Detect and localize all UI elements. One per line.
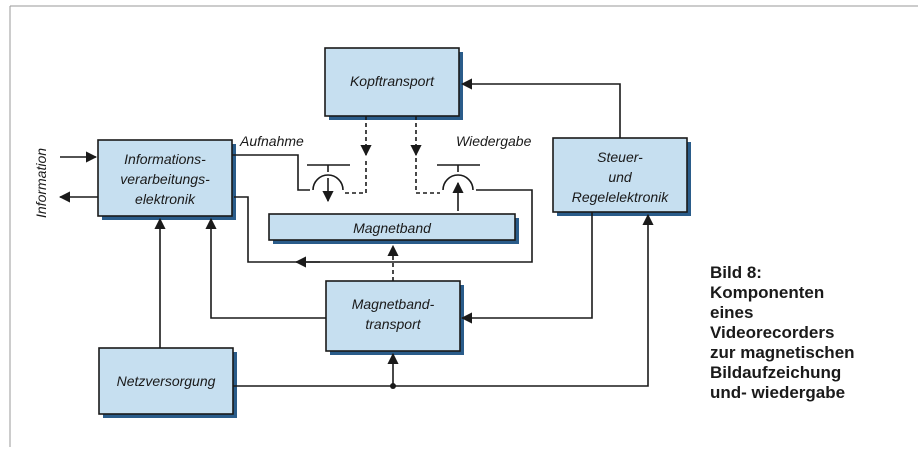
aufnahme-signal-line — [232, 154, 310, 191]
kopftransport-box: Kopftransport — [324, 47, 463, 120]
power-bus-line — [233, 213, 654, 387]
playback-head-icon — [437, 164, 480, 211]
info-label-line3: elektronik — [135, 191, 196, 207]
steuer-to-kopf-line — [460, 78, 621, 138]
info-label-line1: Informations- — [124, 151, 206, 167]
power-supply-box: Netzversorgung — [98, 347, 237, 418]
junction-dot — [390, 383, 396, 389]
kopftransport-label: Kopftransport — [350, 73, 435, 89]
magnetband-label: Magnetband — [353, 220, 432, 236]
wiedergabe-signal-line — [234, 189, 533, 263]
steuer-to-transport-line — [460, 212, 593, 324]
information-label: Information — [33, 148, 49, 218]
magnetband-bar: Magnetband — [268, 213, 519, 244]
caption-line: Komponenten — [710, 283, 825, 302]
playback-head-dashed — [415, 158, 440, 194]
mbt-label-line2: transport — [365, 316, 421, 332]
figure-caption: Bild 8: Komponenten eines Videorecorders… — [710, 263, 920, 403]
caption-line: Bildaufzeichung — [710, 363, 842, 382]
steuer-label-line3: Regelelektronik — [572, 189, 669, 205]
record-head-icon — [307, 164, 350, 203]
frame-border — [9, 5, 918, 447]
info-label-line2: verarbeitungs- — [120, 171, 210, 187]
aufnahme-label: Aufnahme — [239, 133, 304, 149]
info-processing-box: Informations- verarbeitungs- elektronik — [97, 139, 236, 220]
steuer-label-line1: Steuer- — [597, 149, 643, 165]
caption-line: zur magnetischen — [710, 343, 855, 362]
caption-line: und- wiedergabe — [710, 383, 846, 402]
netz-label: Netzversorgung — [117, 373, 216, 389]
transport-to-info-line — [205, 217, 326, 319]
mbt-label-line1: Magnetband- — [352, 296, 435, 312]
steuer-label-line2: und — [608, 169, 633, 185]
tape-transport-box: Magnetband- transport — [325, 280, 464, 355]
caption-line: Videorecorders — [710, 323, 835, 342]
control-electronics-box: Steuer- und Regelelektronik — [552, 137, 691, 216]
caption-line: Bild 8: — [710, 263, 762, 282]
record-head-dashed — [345, 158, 367, 194]
wiedergabe-label: Wiedergabe — [456, 133, 532, 149]
caption-line: eines — [710, 303, 754, 322]
